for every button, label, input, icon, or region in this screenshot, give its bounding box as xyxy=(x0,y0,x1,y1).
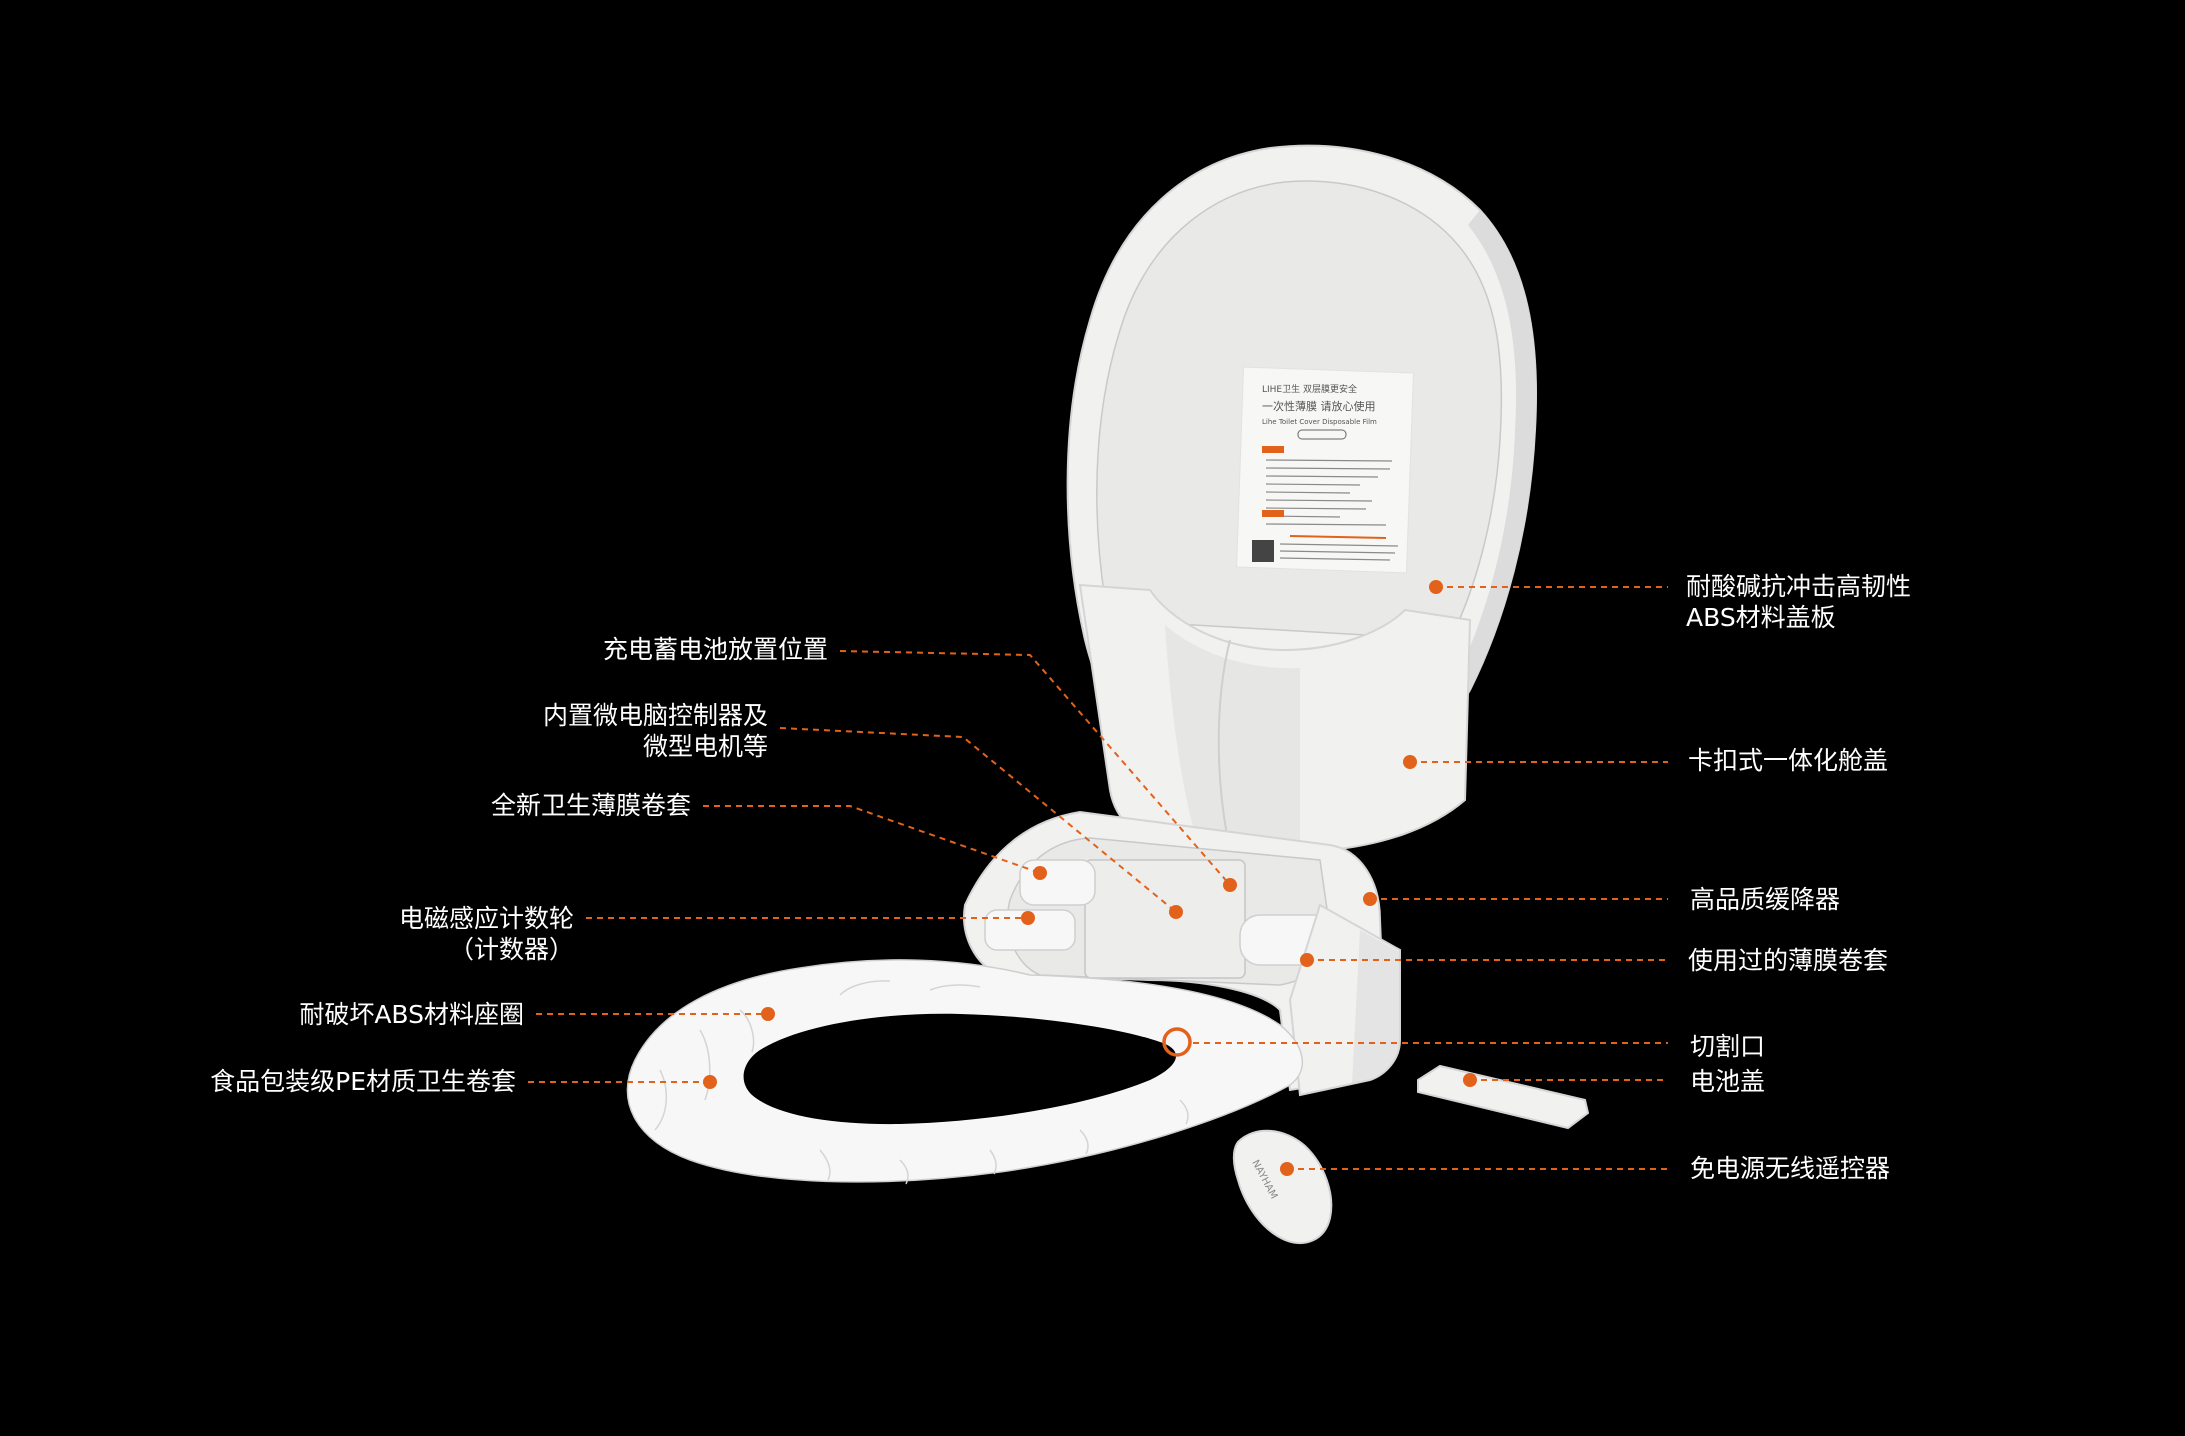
callout-label-seat-ring: 耐破坏ABS材料座圈 xyxy=(299,999,524,1030)
sticker-orange-rule xyxy=(1289,535,1387,539)
callout-text-line: 电池盖 xyxy=(1690,1067,1766,1096)
callout-label-battery-cover: 电池盖 xyxy=(1690,1066,1765,1097)
callout-text-line: 微型电机等 xyxy=(642,732,768,761)
lid: LIHE卫生 双层膜更安全 一次性薄膜 请放心使用 Lihe Toilet Co… xyxy=(1066,144,1538,851)
sticker-tag-2 xyxy=(1262,510,1284,517)
callout-dot-lid-board xyxy=(1429,580,1443,594)
callout-label-damper: 高品质缓降器 xyxy=(1690,884,1840,915)
callout-label-cutting-port: 切割口 xyxy=(1690,1031,1765,1062)
lid-sticker: LIHE卫生 双层膜更安全 一次性薄膜 请放心使用 Lihe Toilet Co… xyxy=(1236,366,1414,574)
sticker-tag-1 xyxy=(1262,446,1284,453)
lid-edge-shade xyxy=(1455,210,1537,690)
callout-text-line: 耐破坏ABS材料座圈 xyxy=(299,1000,524,1029)
callout-label-snap-cover: 卡扣式一体化舱盖 xyxy=(1688,745,1888,776)
leader-line-microcomputer xyxy=(779,727,1177,913)
sticker-headline: 一次性薄膜 请放心使用 xyxy=(1262,399,1376,413)
callout-dot-seat-ring xyxy=(761,1007,775,1021)
leader-line-new-film-roll xyxy=(703,805,1041,874)
sticker-paper xyxy=(1236,366,1414,574)
callout-dot-charging-battery xyxy=(1223,878,1237,892)
callout-label-used-film-roll: 使用过的薄膜卷套 xyxy=(1688,945,1888,976)
snap-cover-seam xyxy=(1217,639,1231,851)
callout-label-wireless-remote: 免电源无线遥控器 xyxy=(1690,1153,1890,1184)
callout-dot-used-film-roll xyxy=(1300,953,1314,967)
right-side-plate-shade xyxy=(1352,930,1400,1084)
sticker-text-lines xyxy=(1265,459,1393,526)
callout-text-line: 免电源无线遥控器 xyxy=(1690,1154,1891,1183)
callout-text-line: 全新卫生薄膜卷套 xyxy=(490,791,691,820)
callout-label-new-film-roll: 全新卫生薄膜卷套 xyxy=(491,790,691,821)
sticker-qr-code xyxy=(1252,540,1274,562)
callout-dot-damper xyxy=(1363,892,1377,906)
new-film-roll-shape xyxy=(1019,859,1096,906)
callout-text-line: 使用过的薄膜卷套 xyxy=(1688,946,1889,975)
sticker-brand-line: LIHE卫生 双层膜更安全 xyxy=(1262,383,1357,395)
callout-text-line: 充电蓄电池放置位置 xyxy=(602,635,828,664)
callout-text-line: 卡扣式一体化舱盖 xyxy=(1688,746,1889,775)
callout-dot-new-film-roll xyxy=(1033,866,1047,880)
seat-opening xyxy=(743,1013,1177,1125)
callout-dot-pe-film xyxy=(703,1075,717,1089)
callout-dot-counter-wheel xyxy=(1021,911,1035,925)
callout-dot-wireless-remote xyxy=(1280,1162,1294,1176)
callout-leaders xyxy=(528,580,1668,1176)
callout-label-microcomputer: 内置微电脑控制器及微型电机等 xyxy=(543,700,768,762)
callout-dot-microcomputer xyxy=(1169,905,1183,919)
battery-cover-part xyxy=(1417,1064,1590,1130)
callout-label-pe-film: 食品包装级PE材质卫生卷套 xyxy=(210,1066,516,1097)
callout-text-line: 切割口 xyxy=(1690,1032,1766,1061)
callout-dot-battery-cover xyxy=(1463,1073,1477,1087)
callout-dot-snap-cover xyxy=(1403,755,1417,769)
callout-text-line: 内置微电脑控制器及 xyxy=(542,701,768,730)
sticker-pill xyxy=(1297,429,1347,440)
snap-cover-shadow xyxy=(1165,625,1300,850)
callout-text-line: 电磁感应计数轮 xyxy=(398,904,574,933)
callout-label-charging-battery: 充电蓄电池放置位置 xyxy=(603,634,828,665)
seat-base xyxy=(626,810,1401,1185)
callout-label-counter-wheel: 电磁感应计数轮（计数器） xyxy=(399,903,574,965)
callout-text-line: ABS材料盖板 xyxy=(1686,603,1836,632)
film-wrinkles xyxy=(654,980,1189,1185)
sticker-subtitle: Lihe Toilet Cover Disposable Film xyxy=(1262,418,1377,426)
callout-ring-cutting-port xyxy=(1162,1027,1192,1057)
callout-text-line: 食品包装级PE材质卫生卷套 xyxy=(210,1067,516,1096)
callout-text-line: 耐酸碱抗冲击高韧性 xyxy=(1686,572,1912,601)
callout-text-line: 高品质缓降器 xyxy=(1690,885,1841,914)
leader-line-charging-battery xyxy=(839,650,1231,886)
sticker-footer-lines xyxy=(1279,543,1399,561)
control-module xyxy=(1084,859,1246,979)
remote-body xyxy=(1232,1129,1333,1244)
counter-wheel-shape xyxy=(984,909,1076,951)
remote: NAYHAM xyxy=(1232,1129,1333,1244)
callout-text-line: （计数器） xyxy=(448,935,574,964)
